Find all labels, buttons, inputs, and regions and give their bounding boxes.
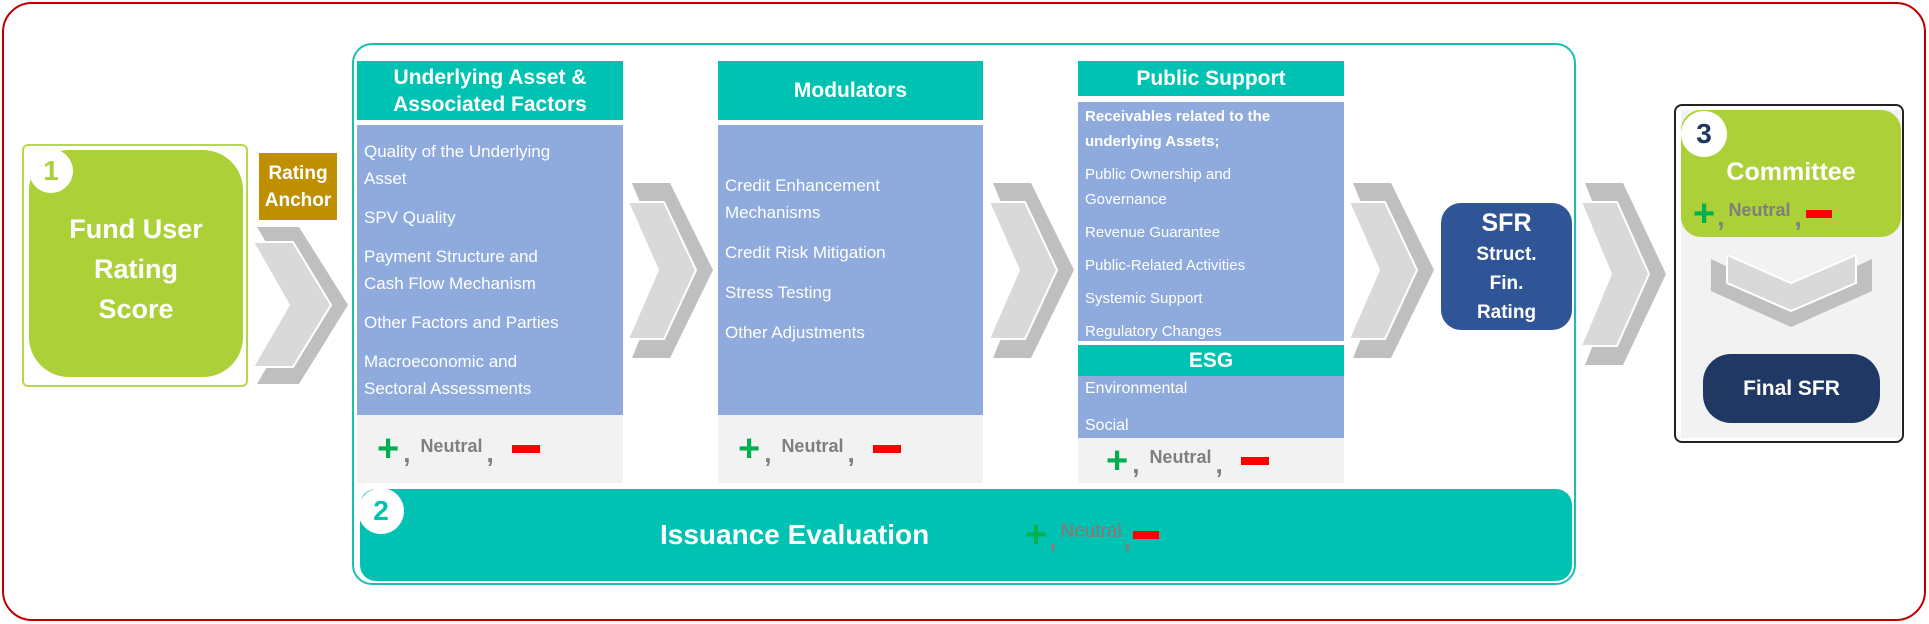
separator: , bbox=[1215, 449, 1223, 479]
sfr-line: Rating bbox=[1476, 302, 1537, 323]
list-item: Social bbox=[1085, 417, 1129, 434]
esg-list: Environmental Social bbox=[1078, 376, 1344, 438]
minus-icon bbox=[1805, 209, 1832, 218]
step3-number-badge: 3 bbox=[1681, 111, 1727, 157]
step1-number-badge: 1 bbox=[29, 149, 73, 193]
chevron-right-icon bbox=[628, 183, 713, 358]
header-line: Public Support bbox=[1136, 66, 1286, 90]
underlying-asset-header: Underlying Asset & Associated Factors bbox=[357, 61, 623, 120]
anchor-line: Rating bbox=[268, 162, 328, 184]
title-line: Fund User bbox=[69, 213, 203, 244]
separator: , bbox=[1132, 449, 1140, 479]
header-line: Modulators bbox=[793, 78, 908, 102]
neutral-label: Neutral bbox=[1060, 521, 1122, 542]
separator: , bbox=[1717, 202, 1725, 232]
assessment-scale: +,Neutral, bbox=[1693, 194, 1832, 233]
neutral-label: Neutral bbox=[1149, 447, 1212, 467]
esg-header: ESG bbox=[1078, 345, 1344, 376]
title-line: Rating bbox=[93, 253, 178, 284]
neutral-label: Neutral bbox=[781, 435, 844, 456]
list-item: Other Adjustments bbox=[725, 323, 865, 342]
sfr-rating-box: SFR Struct. Fin. Rating bbox=[1441, 203, 1572, 330]
public-support-header: Public Support bbox=[1078, 61, 1344, 96]
list-item: Public-Related Activities bbox=[1085, 257, 1246, 274]
assessment-scale: +,Neutral, bbox=[357, 415, 623, 483]
assessment-scale: +,Neutral, bbox=[718, 415, 983, 483]
title-line: Score bbox=[98, 293, 174, 324]
plus-icon: + bbox=[1693, 192, 1716, 235]
chevron-right-icon bbox=[1349, 183, 1434, 358]
neutral-label: Neutral bbox=[420, 435, 483, 456]
chevron-right-icon bbox=[1581, 183, 1666, 365]
separator: , bbox=[847, 437, 855, 468]
issuance-evaluation-bar: Issuance Evaluation +,Neutral, bbox=[360, 489, 1572, 581]
assessment-scale: +,Neutral, bbox=[1025, 489, 1159, 581]
chevron-down-icon bbox=[1711, 255, 1872, 327]
chevron-right-icon bbox=[989, 183, 1074, 358]
list-item: Systemic Support bbox=[1085, 290, 1203, 307]
minus-icon bbox=[1240, 456, 1269, 465]
modulators-header: Modulators bbox=[718, 61, 983, 120]
minus-icon bbox=[872, 445, 901, 453]
separator: , bbox=[1794, 202, 1802, 232]
plus-icon: + bbox=[1025, 514, 1048, 556]
sfr-line: Struct. bbox=[1476, 244, 1537, 265]
separator: , bbox=[403, 437, 411, 468]
committee-title: Committee bbox=[1726, 158, 1856, 186]
header-line: Underlying Asset & bbox=[393, 65, 587, 89]
rating-anchor-label: Rating Anchor bbox=[259, 153, 337, 220]
minus-icon bbox=[1132, 531, 1159, 539]
list-item: SPV Quality bbox=[364, 208, 456, 227]
plus-icon: + bbox=[1106, 439, 1129, 482]
issuance-evaluation-frame bbox=[352, 43, 1576, 585]
final-sfr-box: Final SFR bbox=[1703, 354, 1880, 423]
separator: , bbox=[764, 437, 772, 468]
list-item: Other Factors and Parties bbox=[364, 313, 559, 332]
sfr-line: SFR bbox=[1481, 209, 1532, 237]
list-item: Regulatory Changes bbox=[1085, 323, 1222, 340]
separator: , bbox=[1123, 523, 1131, 554]
separator: , bbox=[486, 437, 494, 468]
chevron-right-icon bbox=[253, 227, 348, 384]
separator: , bbox=[1049, 523, 1057, 554]
list-item: Credit Risk Mitigation bbox=[725, 243, 886, 262]
plus-icon: + bbox=[377, 428, 400, 470]
minus-icon bbox=[511, 445, 540, 453]
assessment-scale: +,Neutral, bbox=[1078, 438, 1344, 483]
sfr-line: Fin. bbox=[1489, 273, 1524, 294]
issuance-evaluation-title: Issuance Evaluation bbox=[660, 519, 930, 550]
step2-number-badge: 2 bbox=[358, 488, 404, 534]
list-item: Revenue Guarantee bbox=[1085, 224, 1221, 241]
plus-icon: + bbox=[738, 428, 761, 470]
list-item: Stress Testing bbox=[725, 283, 832, 302]
fund-user-rating-score-box: Fund User Rating Score bbox=[29, 150, 243, 377]
list-item: Environmental bbox=[1085, 380, 1188, 397]
neutral-label: Neutral bbox=[1728, 200, 1791, 220]
header-line: Associated Factors bbox=[393, 92, 587, 116]
anchor-line: Anchor bbox=[264, 189, 332, 211]
